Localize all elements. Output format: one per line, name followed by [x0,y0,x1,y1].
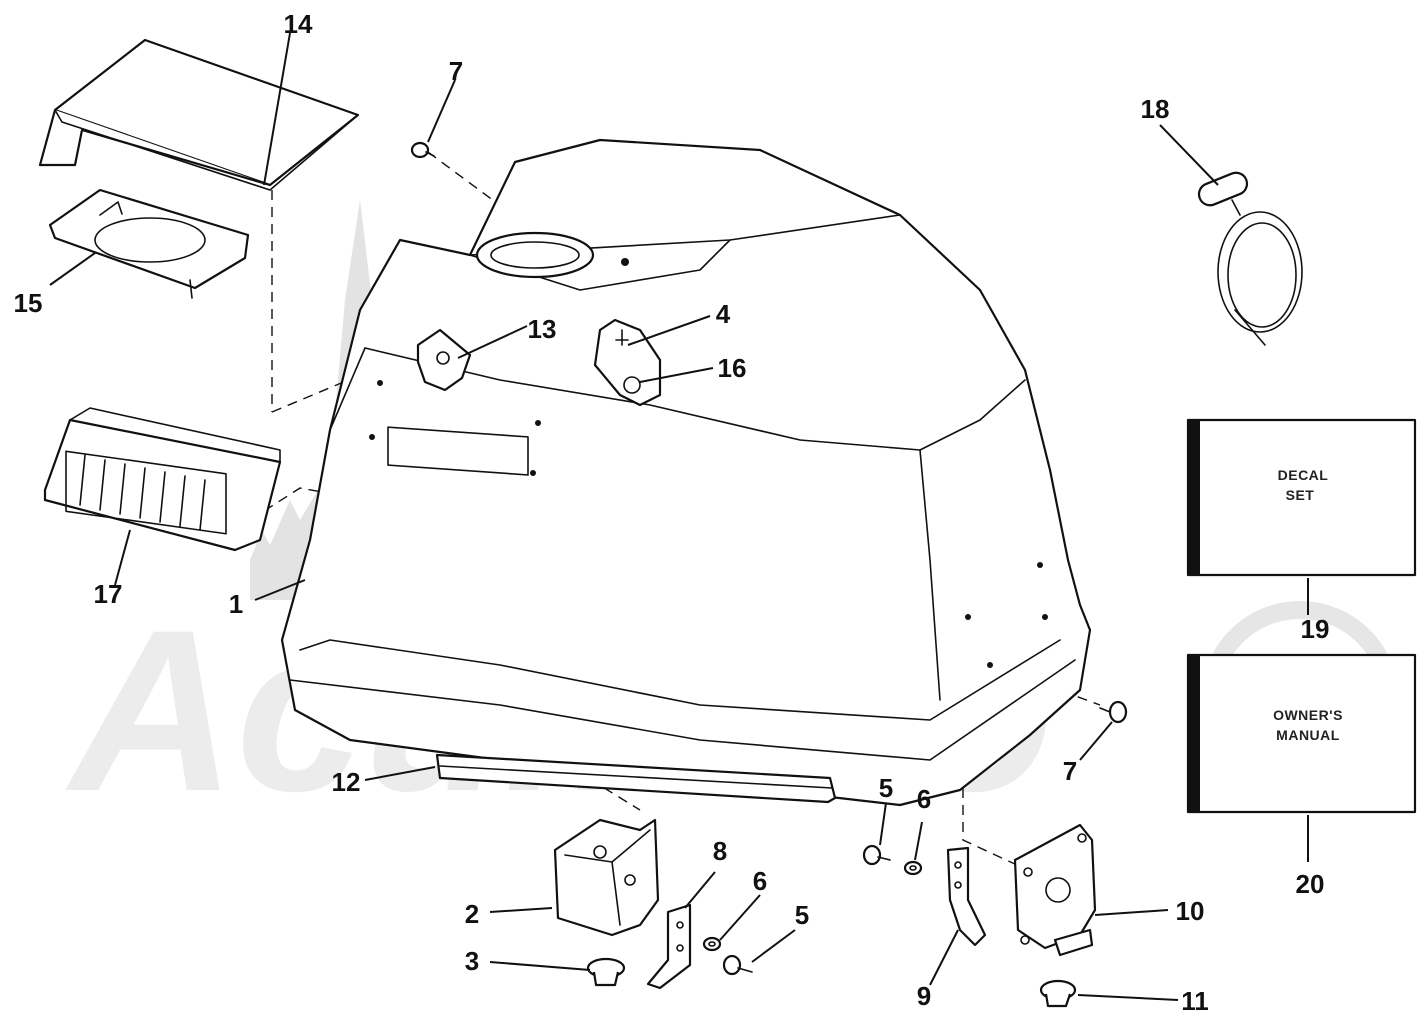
latch-10 [1013,823,1097,957]
release-cable-18 [1197,171,1303,346]
owners-manual-box: OWNER'S MANUAL [1186,653,1417,814]
washer-6-left [702,936,722,952]
screw-7-right [1099,700,1128,724]
callout-17: 17 [94,579,123,609]
decal-set-line1: DECAL [1278,467,1329,483]
callout-13: 13 [528,314,557,344]
bumper-11 [1039,979,1077,1008]
latch-bracket-2 [553,818,660,937]
owners-manual-line1: OWNER'S [1273,707,1343,723]
decal-set-box: DECAL SET [1186,418,1417,577]
callout-5-right: 5 [879,773,893,803]
callout-18: 18 [1141,94,1170,124]
callout-7-top: 7 [449,56,463,86]
decal-set-line2: SET [1286,487,1315,503]
latch-plate-4 [593,318,662,407]
seal-strip-12 [435,753,837,804]
callout-20: 20 [1296,869,1325,899]
callout-7-right: 7 [1063,756,1077,786]
air-plate-15 [48,188,250,299]
callout-1: 1 [229,589,243,619]
bracket-9 [946,846,987,947]
vent-grille-17 [43,407,282,552]
callout-10: 10 [1176,896,1205,926]
callout-4: 4 [716,299,731,329]
callout-14: 14 [284,9,313,39]
leader-lines [49,32,1309,1001]
screw-7-top [410,141,435,159]
callout-11: 11 [1181,986,1209,1016]
callout-6-left: 6 [753,866,767,896]
hood-cover-14 [38,38,360,191]
owners-manual-line2: MANUAL [1276,727,1340,743]
callout-2: 2 [465,899,479,929]
callout-labels: 14 15 7 13 4 16 1 17 18 19 20 12 2 3 8 6… [14,9,1330,1016]
callout-3: 3 [465,946,479,976]
callout-8: 8 [713,836,727,866]
engine-cowl [280,138,1092,807]
screw-5-left [722,954,753,976]
bracket-8 [646,903,692,990]
washer-6-right [903,860,923,876]
callout-5-left: 5 [795,900,809,930]
callout-12: 12 [332,767,361,797]
callout-6-right: 6 [917,784,931,814]
callout-15: 15 [14,288,43,318]
callout-19: 19 [1301,614,1330,644]
screw-5-right [862,844,891,866]
bumper-3 [586,957,626,987]
latch-plate-13 [416,328,472,392]
callout-9: 9 [917,981,931,1011]
callout-16: 16 [718,353,747,383]
